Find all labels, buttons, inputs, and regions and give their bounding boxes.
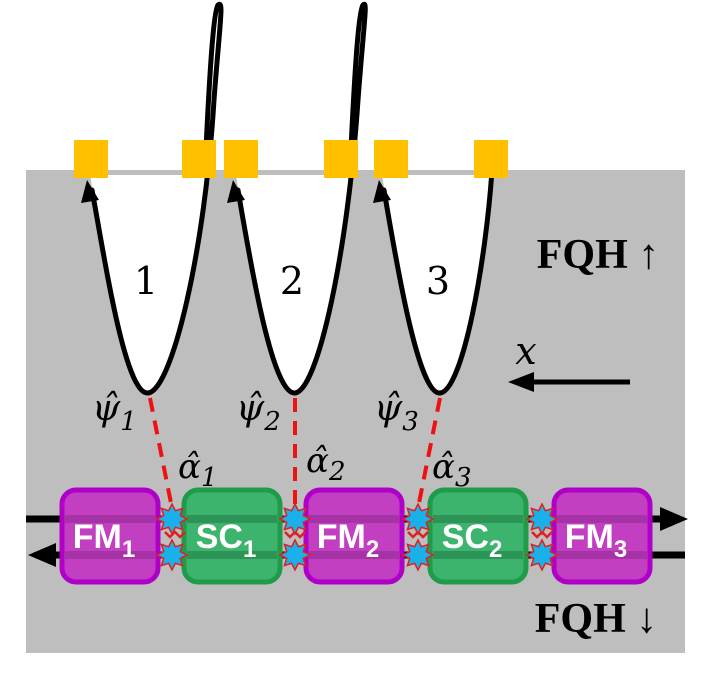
wire-arrowheads — [81, 180, 391, 203]
x-direction-arrow — [508, 372, 630, 392]
lower-edge-arrowhead — [28, 543, 56, 567]
wire-2-left-branch — [235, 187, 298, 396]
majorana-star-icon — [525, 538, 559, 572]
wire-number-2: 2 — [280, 259, 304, 303]
majorana-star-icon — [401, 538, 435, 572]
wire-interiors — [90, 4, 492, 394]
contact-square — [224, 140, 258, 178]
majorana-star-icon — [155, 538, 189, 572]
psi-2-label: ψ̂2 — [236, 388, 281, 437]
contact-square — [324, 140, 358, 178]
wire-1-arrowhead — [81, 180, 99, 203]
fm-block-2: FM2 — [303, 487, 405, 585]
wire-3-arrowhead — [373, 180, 391, 203]
wire-1-right-branch — [145, 1, 224, 396]
majorana-star-icon — [155, 502, 189, 536]
sc-block-2: SC2 — [427, 487, 529, 585]
alpha-2-label: α̂2 — [306, 441, 346, 487]
fqh-up-label: FQH ↑ — [537, 232, 660, 278]
majorana-stars — [155, 502, 559, 572]
upper-edge-arrowhead — [660, 507, 688, 531]
junction-blocks: FM1 SC1 FM2 SC2 FM3 — [59, 487, 653, 585]
block-label: FM1 — [73, 518, 135, 563]
sc-block-1: SC1 — [181, 487, 283, 585]
psi-3-label: ψ̂3 — [374, 388, 419, 437]
block-label: FM2 — [317, 518, 379, 563]
contact-square — [74, 140, 108, 178]
edge-wires — [89, 1, 495, 396]
fm-block-1: FM1 — [59, 487, 161, 585]
block-label: SC2 — [442, 518, 503, 563]
contact-square — [474, 140, 508, 178]
majorana-star-icon — [278, 502, 312, 536]
fqh-down-label: FQH ↓ — [535, 596, 658, 642]
fm-block-3: FM3 — [551, 487, 653, 585]
link-1 — [148, 397, 174, 509]
alpha-3-label: α̂3 — [432, 447, 472, 493]
zigzag-1 — [164, 530, 186, 539]
contact-square — [182, 140, 216, 178]
coupling-links — [148, 397, 442, 509]
wire-2-right-branch — [292, 1, 368, 396]
block-label: SC1 — [196, 518, 257, 563]
majorana-star-icon — [525, 502, 559, 536]
wire-1-left-branch — [89, 187, 151, 396]
contacts — [74, 140, 508, 178]
link-3 — [416, 397, 442, 509]
x-axis-label: x — [515, 329, 536, 373]
contact-square — [374, 140, 408, 178]
majorana-star-icon — [401, 502, 435, 536]
wire-number-1: 1 — [134, 259, 158, 303]
psi-1-label: ψ̂1 — [92, 388, 137, 437]
alpha-1-label: α̂1 — [178, 447, 218, 493]
block-label: FM3 — [565, 518, 627, 563]
wire-number-3: 3 — [426, 259, 450, 303]
wire-2-arrowhead — [227, 180, 245, 203]
wire-3-right-branch — [437, 167, 495, 396]
majorana-star-icon — [278, 538, 312, 572]
wire-3-left-branch — [381, 187, 443, 396]
